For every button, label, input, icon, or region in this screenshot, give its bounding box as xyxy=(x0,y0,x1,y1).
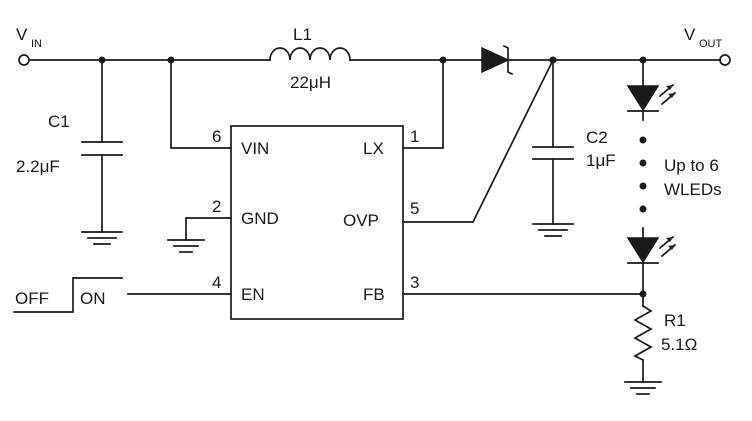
inductor-l1 xyxy=(269,47,351,61)
led-icon xyxy=(626,235,677,264)
ground-icon xyxy=(81,231,123,245)
vout-label-sub: OUT xyxy=(699,38,723,50)
pin-vin-num: 6 xyxy=(212,127,221,146)
pin-fb-num: 3 xyxy=(410,273,419,292)
ellipsis-dot xyxy=(639,182,647,190)
led-note-line2: WLEDs xyxy=(664,180,722,199)
l1-ref: L1 xyxy=(293,25,312,44)
vin-pin-wire xyxy=(170,59,232,149)
pin-ovp-num: 5 xyxy=(410,199,419,218)
led-note-line1: Up to 6 xyxy=(664,156,719,175)
vin-label-sub: IN xyxy=(31,38,42,50)
ellipsis-dot xyxy=(639,205,647,213)
pin-ovp-label: OVP xyxy=(343,211,379,230)
schottky-diode xyxy=(481,46,510,74)
r1-value: 5.1Ω xyxy=(661,335,697,354)
ground-icon xyxy=(167,239,205,253)
vout-label: V xyxy=(684,25,696,44)
vin-terminal xyxy=(18,54,30,66)
l1-value: 22μH xyxy=(290,73,331,92)
pin-lx-num: 1 xyxy=(410,127,419,146)
vout-terminal xyxy=(719,54,731,66)
switch-off-label: OFF xyxy=(15,289,49,308)
c2-ref: C2 xyxy=(586,128,608,147)
pin-gnd-label: GND xyxy=(241,209,279,228)
ground-icon xyxy=(532,223,574,237)
pin-gnd-num: 2 xyxy=(212,197,221,216)
lx-pin-wire xyxy=(402,59,444,149)
c1-ref: C1 xyxy=(48,112,70,131)
ellipsis-dot xyxy=(639,136,647,144)
gnd-pin-wire xyxy=(185,217,232,241)
c2-value: 1μF xyxy=(586,151,616,170)
led-icon xyxy=(626,83,677,112)
c1-value: 2.2μF xyxy=(16,157,60,176)
resistor-r1 xyxy=(633,304,653,362)
vin-label: V xyxy=(16,25,28,44)
r1-ref: R1 xyxy=(664,311,686,330)
pin-en-num: 4 xyxy=(212,273,221,292)
ground-icon xyxy=(624,381,662,395)
pin-en-label: EN xyxy=(241,285,265,304)
pin-fb-label: FB xyxy=(363,285,385,304)
switch-icon xyxy=(13,277,123,313)
ellipsis-dot xyxy=(639,159,647,167)
switch-on-label: ON xyxy=(80,289,106,308)
ovp-pin-wire xyxy=(402,58,555,223)
pin-lx-label: LX xyxy=(363,139,384,158)
pin-vin-label: VIN xyxy=(241,139,269,158)
